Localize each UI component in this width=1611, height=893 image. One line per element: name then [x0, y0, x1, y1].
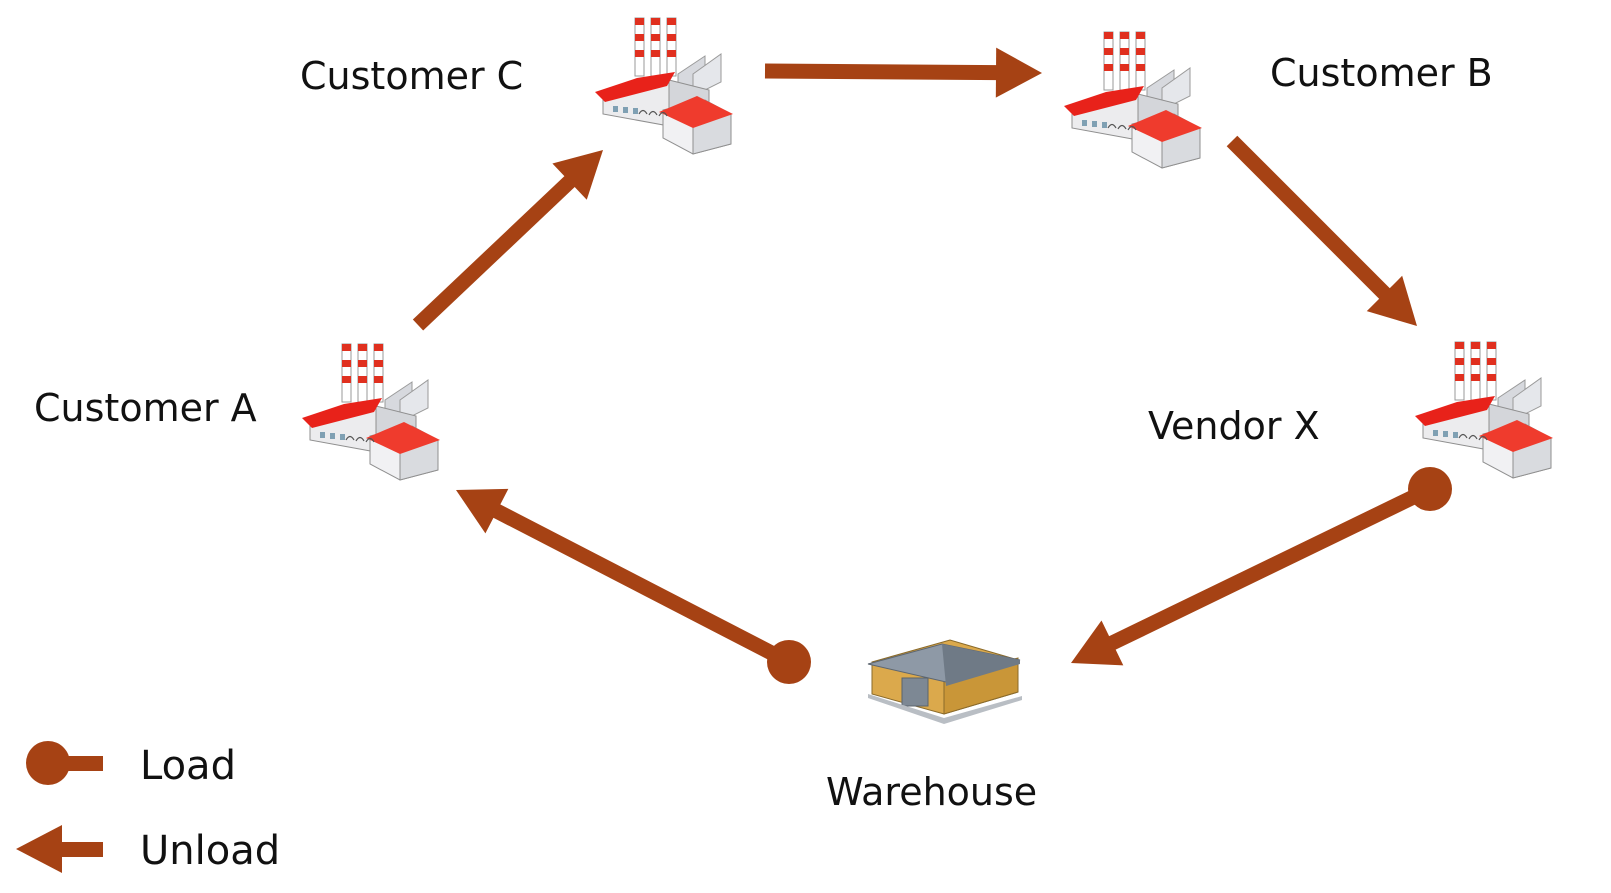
legend-unload-icon — [16, 825, 103, 873]
customer-a-factory-icon — [301, 343, 441, 481]
customer-b-label: Customer B — [1270, 51, 1493, 95]
edge-shaft — [1107, 482, 1434, 651]
unload-arrowhead — [552, 150, 603, 200]
load-dot — [1408, 467, 1452, 511]
vendor-x-factory-icon — [1414, 341, 1554, 479]
edge-vendor-x-to-warehouse — [1071, 467, 1452, 666]
legend-unload-label: Unload — [140, 828, 281, 874]
edge-customer-a-to-customer-c — [412, 150, 603, 331]
edge-shaft — [1226, 135, 1392, 301]
customer-b-factory-icon — [1063, 31, 1203, 169]
edge-shaft — [412, 174, 577, 331]
unload-arrowhead — [995, 47, 1042, 98]
unload-arrowhead — [456, 488, 509, 534]
unload-arrowhead — [1366, 275, 1417, 326]
edges — [412, 47, 1452, 684]
edge-customer-c-to-customer-b — [764, 47, 1042, 98]
customer-c-factory-icon — [594, 17, 734, 155]
legend-load-label: Load — [140, 743, 236, 789]
edge-shaft — [764, 63, 999, 81]
warehouse-icon — [867, 639, 1023, 725]
edge-shaft — [491, 503, 793, 669]
legend-load-icon — [26, 741, 103, 785]
load-dot — [767, 640, 811, 684]
legend-unload-arrowhead — [16, 825, 62, 873]
customer-a-label: Customer A — [34, 386, 257, 430]
warehouse-label: Warehouse — [826, 770, 1038, 814]
legend-unload-bar — [55, 842, 103, 857]
legend-load-dot — [26, 741, 70, 785]
unload-arrowhead — [1071, 620, 1124, 666]
customer-c-label: Customer C — [300, 54, 524, 98]
edge-warehouse-to-customer-a — [456, 488, 811, 684]
vendor-x-label: Vendor X — [1148, 404, 1320, 448]
edge-customer-b-to-vendor-x — [1226, 135, 1417, 326]
